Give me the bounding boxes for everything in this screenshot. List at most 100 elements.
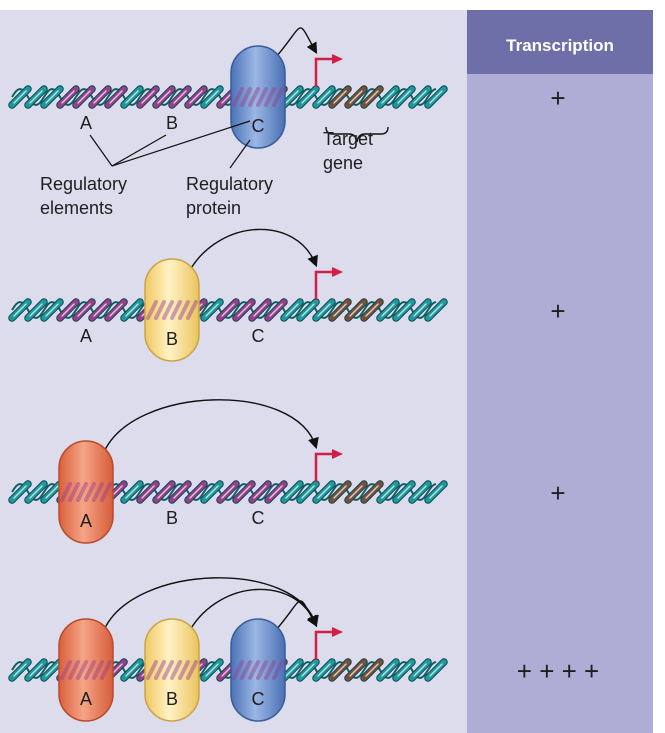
protein-label-A: A bbox=[80, 511, 92, 531]
regulatory-protein-B: B bbox=[144, 258, 200, 362]
regulatory-protein-A: A bbox=[58, 440, 114, 544]
dna-highlight bbox=[285, 90, 299, 104]
site-label-B: B bbox=[166, 508, 178, 528]
regulatory-elements-label-line-2: elements bbox=[40, 198, 113, 218]
protein-bound-dna bbox=[232, 660, 244, 680]
dna-highlight bbox=[61, 90, 75, 104]
transcription-header bbox=[467, 10, 653, 74]
dna-highlight bbox=[413, 90, 427, 104]
dna-highlight bbox=[189, 90, 203, 104]
dna-highlight bbox=[157, 90, 171, 104]
protein-bound-dna bbox=[256, 660, 268, 680]
dna-highlight bbox=[125, 485, 139, 499]
dna-highlight bbox=[333, 90, 347, 104]
protein-bound-dna bbox=[162, 660, 174, 680]
transcription-start-arrow-4 bbox=[314, 630, 334, 660]
protein-bound-dna bbox=[162, 300, 174, 320]
protein-label-C: C bbox=[252, 689, 265, 709]
dna-highlight bbox=[397, 485, 411, 499]
dna-highlight bbox=[365, 485, 379, 499]
dna-highlight bbox=[413, 485, 427, 499]
transcription-header-label: Transcription bbox=[506, 36, 614, 55]
dna-highlight bbox=[301, 90, 315, 104]
protein-bound-dna bbox=[170, 660, 182, 680]
protein-bound-dna bbox=[84, 482, 96, 502]
dna-highlight bbox=[349, 90, 363, 104]
protein-bound-dna bbox=[68, 482, 80, 502]
dna-highlight bbox=[189, 485, 203, 499]
transcription-start-arrow-2 bbox=[314, 270, 334, 300]
dna-highlight bbox=[13, 663, 27, 677]
site-label-C: C bbox=[252, 326, 265, 346]
dna-highlight bbox=[29, 303, 43, 317]
protein-bound-dna bbox=[264, 660, 276, 680]
dna-highlight bbox=[317, 663, 331, 677]
protein-bound-dna bbox=[92, 482, 104, 502]
pointer-line-b bbox=[111, 134, 167, 167]
dna-highlight bbox=[109, 90, 123, 104]
dna-highlight bbox=[429, 90, 443, 104]
protein-bound-dna bbox=[272, 87, 284, 107]
dna-highlight bbox=[301, 663, 315, 677]
panel-1-annotations: Regulatory elements Regulatory protein T… bbox=[40, 120, 389, 218]
protein-bound-dna bbox=[154, 300, 166, 320]
protein-bound-dna bbox=[76, 482, 88, 502]
dna-highlight bbox=[413, 663, 427, 677]
protein-bound-dna bbox=[178, 660, 190, 680]
protein-bound-dna bbox=[256, 87, 268, 107]
dna-highlight bbox=[301, 485, 315, 499]
dna-highlight bbox=[77, 303, 91, 317]
transcription-start-arrowhead-4 bbox=[332, 627, 343, 637]
protein-bound-dna bbox=[68, 660, 80, 680]
protein-bound-dna bbox=[178, 300, 190, 320]
dna-highlight bbox=[205, 303, 219, 317]
protein-bound-dna bbox=[264, 87, 276, 107]
dna-highlight bbox=[109, 303, 123, 317]
dna-highlight bbox=[397, 663, 411, 677]
dna-highlight bbox=[45, 485, 59, 499]
protein-body-B bbox=[144, 618, 200, 722]
dna-highlight bbox=[77, 90, 91, 104]
dna-highlight bbox=[429, 303, 443, 317]
dna-highlight bbox=[221, 485, 235, 499]
dna-highlight bbox=[29, 90, 43, 104]
dna-highlight bbox=[237, 485, 251, 499]
protein-label-A: A bbox=[80, 689, 92, 709]
dna-highlight bbox=[317, 485, 331, 499]
protein-bound-dna bbox=[146, 660, 158, 680]
activation-arrow-C bbox=[275, 600, 318, 631]
protein-bound-dna bbox=[100, 482, 112, 502]
regulatory-protein-B: B bbox=[144, 618, 200, 722]
dna-highlight bbox=[365, 663, 379, 677]
transcription-start-arrow-1 bbox=[314, 57, 334, 87]
activation-arrow-C bbox=[275, 27, 318, 58]
transcription-start-arrowhead-1 bbox=[332, 54, 343, 64]
dna-highlight bbox=[205, 663, 219, 677]
protein-bound-dna bbox=[76, 660, 88, 680]
target-gene-label-line-2: gene bbox=[323, 153, 363, 173]
dna-highlight bbox=[221, 303, 235, 317]
dna-highlight bbox=[317, 303, 331, 317]
transcription-start-arrowhead-2 bbox=[332, 267, 343, 277]
protein-bound-dna bbox=[146, 300, 158, 320]
transcription-level-2: + bbox=[550, 296, 565, 326]
dna-highlight bbox=[93, 90, 107, 104]
dna-highlight bbox=[45, 663, 59, 677]
protein-bound-dna bbox=[248, 87, 260, 107]
dna-highlight bbox=[397, 90, 411, 104]
activation-arrow-A bbox=[103, 399, 319, 453]
protein-bound-dna bbox=[272, 660, 284, 680]
dna-highlight bbox=[349, 663, 363, 677]
protein-body-B bbox=[144, 258, 200, 362]
dna-highlight bbox=[333, 485, 347, 499]
pointer-line-protein bbox=[229, 139, 251, 169]
pointer-line-c bbox=[111, 120, 251, 167]
transcription-start-arrow-3 bbox=[314, 452, 334, 482]
dna-highlight bbox=[125, 90, 139, 104]
activation-arrow-B bbox=[189, 228, 318, 271]
dna-highlight bbox=[397, 303, 411, 317]
regulatory-protein-A: A bbox=[58, 618, 114, 722]
dna-highlight bbox=[141, 90, 155, 104]
